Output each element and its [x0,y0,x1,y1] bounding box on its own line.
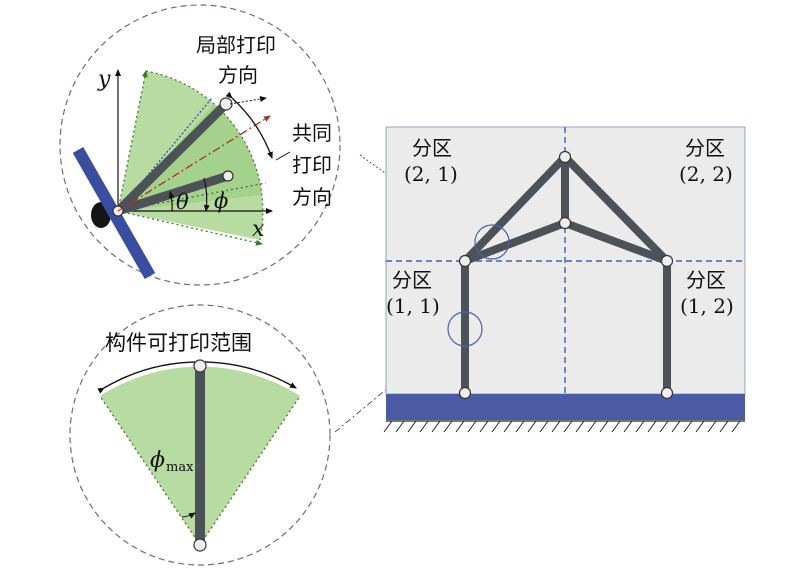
bottom-detail: ϕ max 构件可打印范围 [69,304,331,566]
theta-arc [168,191,175,212]
common-dir-label-3: 方向 [292,185,332,209]
phi-max-arc [181,512,196,519]
phi-max-symbol: ϕ [150,448,165,473]
zone-22-label-2: (2, 2) [679,162,733,186]
top-detail-boundary [59,4,341,286]
y-axis-label: y [97,67,111,92]
zone-12-label-2: (1, 2) [680,294,734,318]
zone-11-label-1: 分区 [392,268,432,292]
common-dir-label-2: 打印 [292,153,332,177]
member-top-node [193,359,207,373]
bottom-detail-boundary [69,304,331,566]
rafter-left-upper [461,153,569,265]
rafter-right-lower [561,219,671,265]
zone-12-label-1: 分区 [686,268,726,292]
rafter-left-lower [461,219,569,265]
top-detail: y x θ ϕ 局部打印 方向 共同 打印 方向 [59,4,341,286]
sector-edge [145,70,264,241]
zone-22-label-1: 分区 [685,136,725,160]
member-bottom-node [193,538,207,552]
callout-circle-joint [474,224,510,260]
rafter-right-upper [561,153,671,265]
sector-edge-left [117,70,148,212]
foundation-slab [386,394,745,420]
zone-11-label-2: (1, 1) [386,294,440,318]
local-dir-label-1: 局部打印 [196,33,276,57]
node-eave-right [660,254,674,268]
common-node [222,170,234,182]
phi-max-subscript: max [166,460,194,475]
zone-21-label-1: 分区 [412,136,452,160]
printable-range-title: 构件可打印范围 [105,331,252,355]
node-base-right [660,386,674,400]
frame-panel: 分区 (2, 1) 分区 (2, 2) 分区 (1, 1) 分区 (1, 2) [383,126,746,433]
common-dir-leader [275,151,291,161]
theta-label: θ [176,190,189,214]
local-member [113,99,231,216]
node-base-left [458,386,472,400]
local-dir-label-2: 方向 [218,63,258,87]
node-apex [558,150,572,164]
node-inner-apex [558,216,572,230]
common-dir-label-1: 共同 [292,121,332,145]
frame-members [461,153,671,397]
zone-21-label-2: (2, 1) [404,162,458,186]
range-curved-arrow [225,91,273,159]
x-axis-label: x [252,217,265,242]
node-eave-left [458,254,472,268]
ground-hatching [383,420,741,433]
phi-label: ϕ [214,189,228,213]
callout-circle-column [447,311,483,347]
phi-arc [203,177,210,212]
